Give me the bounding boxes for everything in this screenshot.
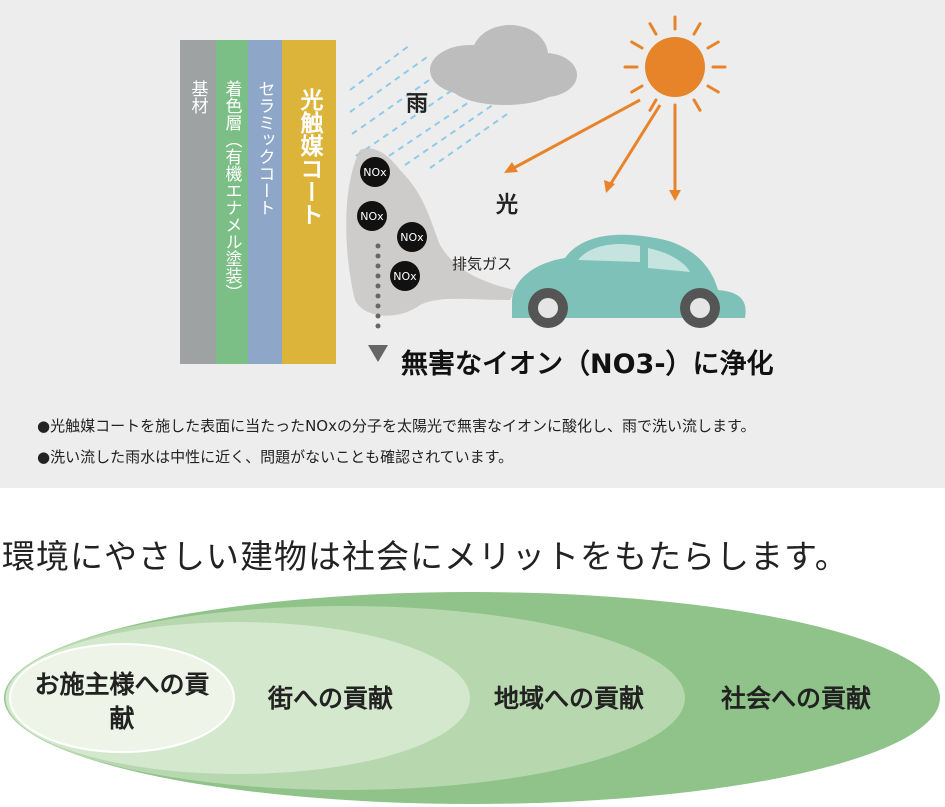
light-arrowheads bbox=[504, 162, 681, 201]
photocatalyst-panel: 基材 着色層（有機エナメル塗装） セラミックコート 光触媒コート bbox=[0, 0, 945, 488]
sun-ray bbox=[706, 84, 720, 94]
layer-substrate: 基材 bbox=[180, 40, 216, 364]
ring-label-town: 街への貢献 bbox=[268, 684, 394, 713]
ring-owner bbox=[9, 643, 235, 753]
nox-molecule: NOx bbox=[390, 261, 420, 291]
exhaust-gas-label: 排気ガス bbox=[452, 255, 513, 273]
sun-ray bbox=[630, 84, 644, 94]
sun-ray bbox=[648, 98, 658, 112]
layer-substrate-label: 基材 bbox=[187, 80, 208, 114]
nox-label: NOx bbox=[400, 231, 424, 244]
note-line-2: ●洗い流した雨水は中性に近く、問題がないことも確認されています。 bbox=[37, 448, 514, 466]
sun-ray bbox=[706, 40, 720, 50]
nox-molecule: NOx bbox=[357, 201, 387, 231]
purification-result-label: 無害なイオン（NO3-）に浄化 bbox=[401, 349, 774, 380]
sun-ray bbox=[692, 98, 702, 112]
benefit-rings-diagram bbox=[4, 592, 940, 804]
note-line-1: ●光触媒コートを施した表面に当たったNOxの分子を太陽光で無害なイオンに酸化し、… bbox=[37, 417, 756, 435]
nox-molecule: NOx bbox=[360, 157, 390, 187]
layer-photocatalyst-coat: 光触媒コート bbox=[282, 40, 336, 364]
light-arrows bbox=[509, 98, 677, 192]
car-icon bbox=[512, 234, 746, 328]
layer-color-coating-label: 着色層（有機エナメル塗装） bbox=[221, 80, 242, 301]
layer-ceramic-coat: セラミックコート bbox=[248, 40, 282, 364]
layer-photocatalyst-coat-label: 光触媒コート bbox=[296, 88, 322, 226]
sun-ray bbox=[692, 22, 702, 36]
sun-ray bbox=[630, 40, 644, 50]
ring-label-owner: お施主様への貢献 bbox=[34, 670, 210, 733]
layer-color-coating: 着色層（有機エナメル塗装） bbox=[216, 40, 248, 364]
rain-label: 雨 bbox=[406, 92, 429, 117]
layer-ceramic-coat-label: セラミックコート bbox=[254, 80, 275, 216]
cloud-icon bbox=[430, 25, 577, 105]
nox-label: NOx bbox=[363, 166, 387, 179]
ring-label-region: 地域への貢献 bbox=[494, 684, 645, 713]
nox-label: NOx bbox=[393, 270, 417, 283]
ring-label-society: 社会への貢献 bbox=[721, 684, 872, 713]
exhaust-gas-plume bbox=[346, 148, 515, 316]
nox-molecule: NOx bbox=[397, 222, 427, 252]
fall-dotted-line bbox=[368, 243, 388, 362]
sun-icon bbox=[623, 15, 727, 119]
tagline-heading: 環境にやさしい建物は社会にメリットをもたらします。 bbox=[2, 537, 849, 576]
sun-ray bbox=[648, 22, 658, 36]
light-label: 光 bbox=[496, 193, 519, 218]
nox-label: NOx bbox=[360, 210, 384, 223]
